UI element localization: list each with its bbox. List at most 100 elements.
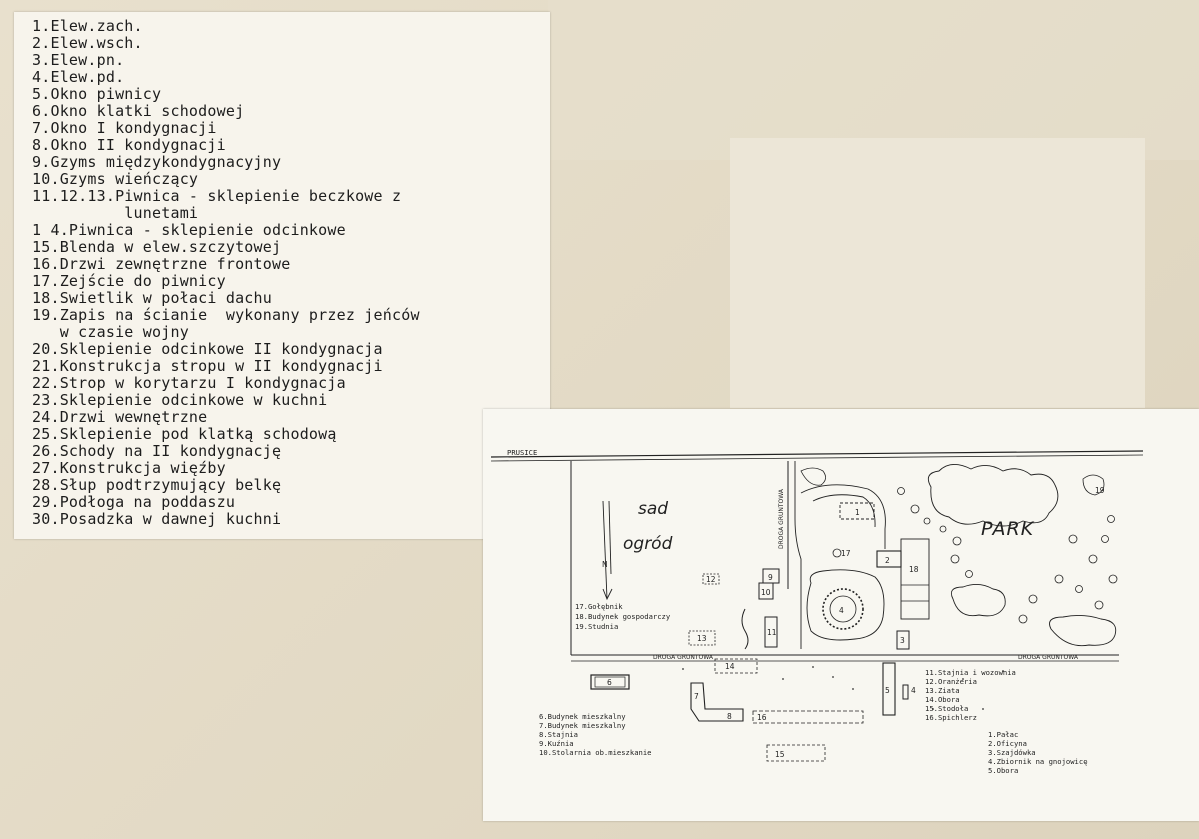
legend-item: 19.Zapis na ścianie wykonany przez jeńcó… (32, 306, 420, 324)
park-tree-cluster (927, 464, 1059, 527)
park-tree-cluster (950, 584, 1006, 617)
svg-text:11.Stajnia i wozownia: 11.Stajnia i wozownia (925, 668, 1016, 677)
legend-item: w czasie wojny (32, 323, 189, 341)
building-number: 6 (607, 678, 612, 687)
legend-list: 1.Elew.zach.2.Elew.wsch.3.Elew.pn.4.Elew… (14, 12, 550, 528)
plan-legend-d: 1.Pałac 2.Oficyna 3.Szajdówka 4.Zbiornik… (988, 730, 1088, 775)
roundabout-center (829, 595, 857, 623)
legend-item: 6.Okno klatki schodowej (32, 102, 245, 120)
building-1 (839, 502, 875, 520)
building-18 (900, 538, 930, 620)
legend-item: 27.Konstrukcja więźby (32, 459, 226, 477)
legend-item: 8.Okno II kondygnacji (32, 136, 226, 154)
inner-road (800, 484, 886, 549)
svg-text:18.Budynek gospodarczy: 18.Budynek gospodarczy (575, 612, 671, 621)
building-number: 5 (885, 686, 890, 695)
park-tree-cluster (1049, 614, 1117, 647)
legend-item: 9.Gzyms międzykondygnacyjny (32, 153, 282, 171)
svg-text:19.Studnia: 19.Studnia (575, 622, 618, 631)
building-10 (758, 582, 774, 600)
svg-text:10.Stolarnia ob.mieszkanie: 10.Stolarnia ob.mieszkanie (539, 748, 652, 757)
building-6-inner (594, 676, 626, 688)
svg-text:5.Obora: 5.Obora (988, 766, 1018, 775)
svg-text:9.Kuźnia: 9.Kuźnia (539, 739, 574, 748)
svg-text:7.Budynek mieszkalny: 7.Budynek mieszkalny (539, 721, 626, 730)
building-number: 19 (1095, 486, 1105, 495)
building-number: 3 (900, 636, 905, 645)
road-line (490, 454, 1144, 462)
building-number: 14 (725, 662, 735, 671)
building-number: 17 (841, 549, 851, 558)
building-5 (882, 662, 896, 716)
park-tree-cluster (800, 467, 826, 486)
legend-item: 15.Blenda w elew.szczytowej (32, 238, 282, 256)
building-number: 11 (767, 628, 777, 637)
svg-text:15.Stodoła: 15.Stodoła (925, 704, 968, 713)
orchard-label: sad (638, 499, 668, 519)
building-number: 15 (775, 750, 785, 759)
site-plan-sheet: PRUSICE DROGA GRUNTOWA DROGA GRUNTOWA sa… (483, 409, 1199, 821)
courtyard (806, 569, 885, 641)
board-shade (548, 0, 1199, 160)
building-number: 8 (727, 712, 732, 721)
legend-item: 3.Elew.pn. (32, 51, 125, 69)
building-13 (688, 630, 716, 646)
legend-item: 16.Drzwi zewnętrzne frontowe (32, 255, 291, 273)
legend-item: 21.Konstrukcja stropu w II kondygnacji (32, 357, 383, 375)
legend-item: 20.Sklepienie odcinkowe II kondygnacja (32, 340, 383, 358)
building-number: 13 (697, 634, 707, 643)
dirt-road-label: DROGA GRUNTOWA (1018, 654, 1079, 661)
legend-item: 29.Podłoga na poddaszu (32, 493, 236, 511)
site-plan-drawing: PRUSICE DROGA GRUNTOWA DROGA GRUNTOWA sa… (490, 448, 1144, 775)
legend-item: 28.Słup podtrzymujący belkę (32, 476, 282, 494)
legend-item: 11.12.13.Piwnica - sklepienie beczkowe z (32, 187, 402, 205)
building-17 (832, 548, 842, 558)
legend-item: 2.Elew.wsch. (32, 34, 143, 52)
building-number: 1 (855, 508, 860, 517)
building-number: 2 (885, 556, 890, 565)
road-label: PRUSICE (507, 448, 537, 457)
building-6 (590, 674, 630, 690)
building-number: 4 (911, 686, 916, 695)
svg-text:16.Spichlerz: 16.Spichlerz (925, 713, 977, 722)
svg-text:1.Pałac: 1.Pałac (988, 730, 1018, 739)
svg-text:14.Obora: 14.Obora (925, 695, 960, 704)
building-12 (702, 573, 720, 585)
svg-text:4.Zbiornik na gnojowicę: 4.Zbiornik na gnojowicę (988, 757, 1088, 766)
building-15 (766, 744, 826, 762)
building-3 (896, 630, 910, 650)
svg-text:13.Ziata: 13.Ziata (925, 686, 960, 695)
building-number: 7 (694, 692, 699, 701)
legend-item: 25.Sklepienie pod klatką schodową (32, 425, 337, 443)
board-light-patch (730, 138, 1145, 408)
building-14 (714, 658, 758, 674)
park-trees (897, 487, 1118, 624)
legend-item: 10.Gzyms wieńczący (32, 170, 199, 188)
plan-legend-c: 11.Stajnia i wozownia 12.Oranżeria 13.Zi… (925, 668, 1016, 722)
inner-road (794, 461, 802, 649)
legend-item: lunetami (32, 204, 199, 222)
dirt-road-label: DROGA GRUNTOWA (778, 488, 785, 549)
building-16 (752, 710, 864, 724)
legend-item: 1 4.Piwnica - sklepienie odcinkowe (32, 221, 346, 239)
legend-item: 17.Zejście do piwnicy (32, 272, 226, 290)
building-7-8 (690, 682, 744, 722)
legend-item: 30.Posadzka w dawnej kuchni (32, 510, 282, 528)
svg-text:17.Gołębnik: 17.Gołębnik (575, 602, 623, 611)
legend-item: 1.Elew.zach. (32, 17, 143, 35)
legend-sheet: 1.Elew.zach.2.Elew.wsch.3.Elew.pn.4.Elew… (14, 12, 550, 539)
legend-item: 7.Okno I kondygnacji (32, 119, 217, 137)
dirt-road-label: DROGA GRUNTOWA (653, 654, 714, 661)
building-number: 4 (839, 606, 844, 615)
legend-item: 22.Strop w korytarzu I kondygnacja (32, 374, 346, 392)
road-line (490, 450, 1144, 458)
north-arrow-head (602, 588, 613, 601)
building-number: 12 (706, 575, 716, 584)
building-4 (902, 684, 909, 700)
roundabout (822, 588, 864, 630)
park-tree-cluster (1082, 474, 1105, 496)
plan-legend-b: 6.Budynek mieszkalny 7.Budynek mieszkaln… (539, 712, 652, 757)
building-number: 9 (768, 573, 773, 582)
building-number: 10 (761, 588, 771, 597)
svg-text:3.Szajdówka: 3.Szajdówka (988, 748, 1036, 757)
